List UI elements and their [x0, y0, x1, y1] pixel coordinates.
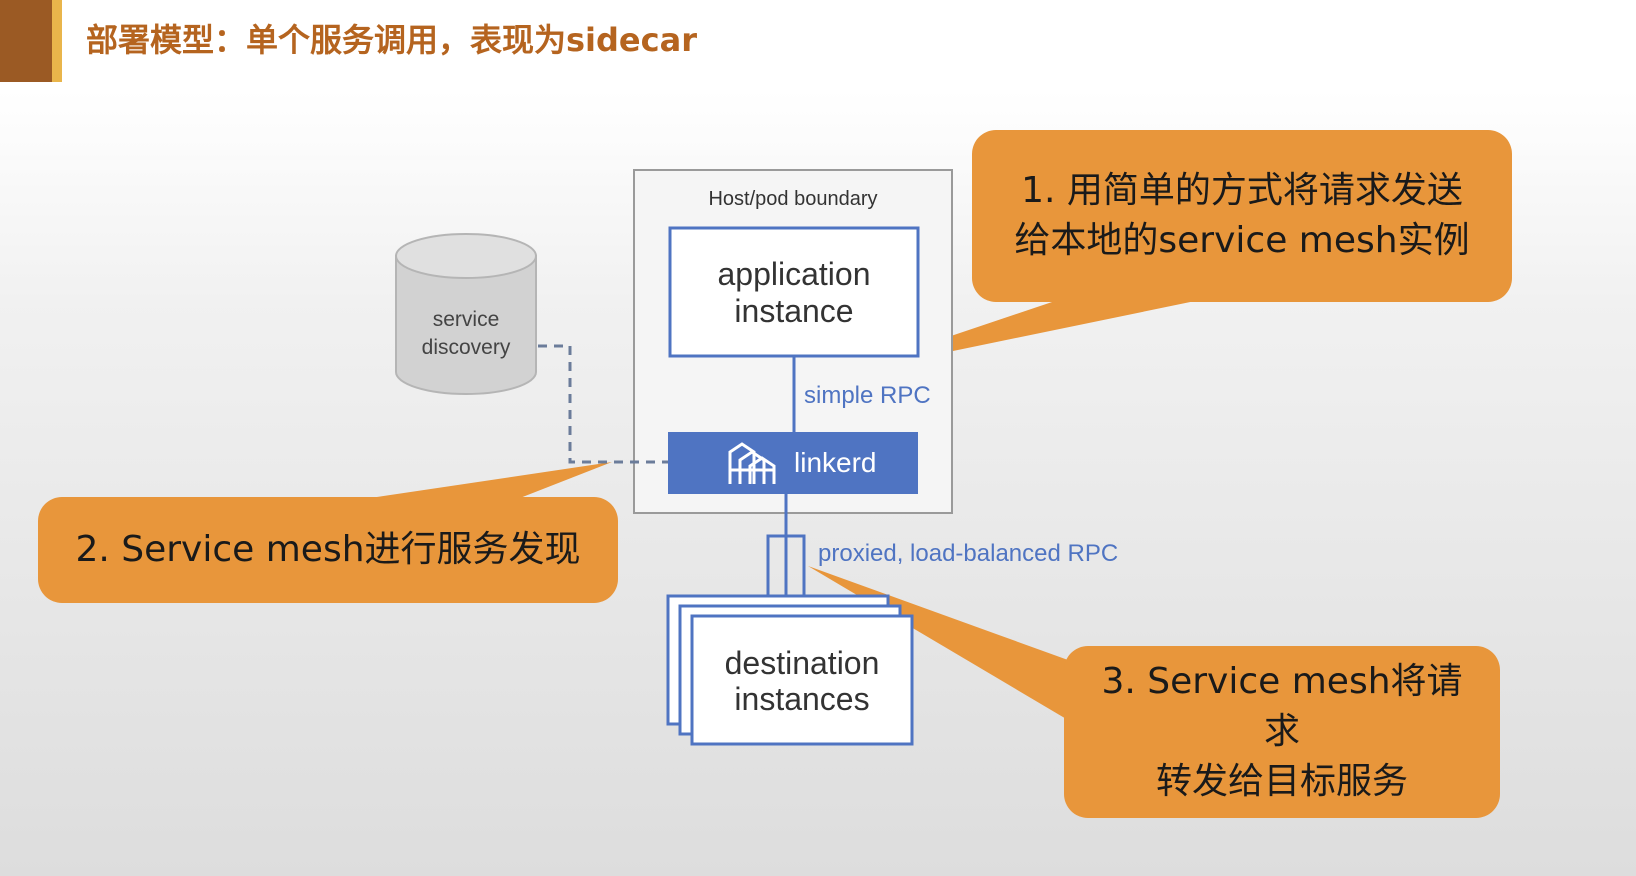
page-title: 部署模型：单个服务调用，表现为sidecar — [86, 21, 697, 59]
simple-rpc-label: simple RPC — [804, 382, 931, 409]
title-bar: 部署模型：单个服务调用，表现为sidecar — [0, 0, 1636, 82]
callout-2: 2. Service mesh进行服务发现 — [38, 497, 618, 603]
application-instance-box — [668, 226, 920, 358]
proxied-rpc-label: proxied, load-balanced RPC — [818, 540, 1118, 567]
service-discovery-label-line2: discovery — [422, 336, 511, 359]
callout-1-line1: 1. 用简单的方式将请求发送 — [1021, 170, 1463, 211]
destination-instance-front — [690, 614, 914, 746]
title-accent-brown — [0, 0, 52, 82]
discovery-dashed-link — [538, 344, 668, 464]
callout-3-line1: 3. Service mesh将请求 — [1101, 661, 1463, 752]
host-pod-boundary-label: Host/pod boundary — [708, 188, 877, 210]
callout-2-pointer — [370, 462, 612, 498]
application-instance-label-line2: instance — [734, 293, 853, 329]
linkerd-label: linkerd — [794, 447, 876, 478]
title-accent-gold — [52, 0, 62, 82]
destination-instances-label-line2: instances — [734, 681, 869, 717]
service-discovery-database: service discovery — [395, 233, 537, 395]
application-instance-label-line1: application — [718, 256, 871, 292]
callout-3-line2: 转发给目标服务 — [1155, 761, 1408, 802]
destination-instances-label-line1: destination — [725, 645, 880, 681]
linkerd-box — [668, 432, 918, 494]
service-discovery-label-line1: service — [433, 308, 500, 331]
linkerd-logo-icon — [728, 442, 776, 484]
callout-3: 3. Service mesh将请求 转发给目标服务 — [1064, 646, 1500, 818]
callout-1-line2: 给本地的service mesh实例 — [1014, 220, 1470, 261]
callout-2-line1: 2. Service mesh进行服务发现 — [75, 529, 581, 570]
callout-1: 1. 用简单的方式将请求发送 给本地的service mesh实例 — [972, 130, 1512, 302]
